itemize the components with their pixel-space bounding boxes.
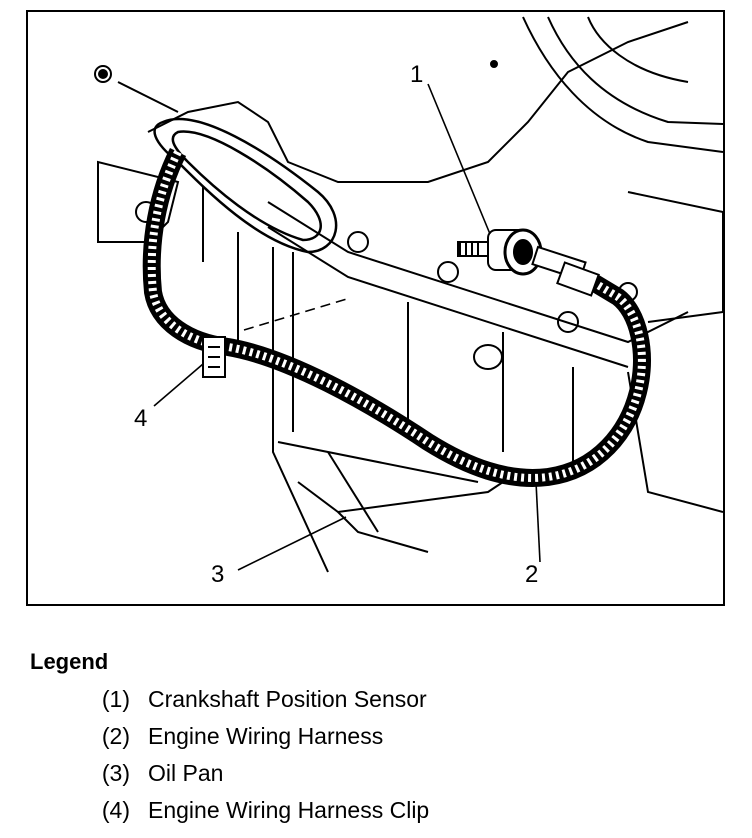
callout-1: 1	[410, 61, 423, 88]
diagram-drawing: 1 2 3 4	[94, 16, 723, 588]
crankshaft-sensor-icon	[457, 228, 587, 281]
leader-lines	[153, 83, 541, 571]
harness-clip-icon	[202, 336, 226, 378]
callout-4: 4	[134, 405, 147, 432]
legend-item-number: (1)	[101, 686, 130, 712]
legend-item-label: Engine Wiring Harness Clip	[148, 797, 430, 823]
legend: Legend (1) Crankshaft Position Sensor (2…	[30, 648, 730, 834]
callout-2: 2	[525, 561, 538, 588]
legend-item-label: Oil Pan	[148, 760, 224, 786]
flange	[153, 117, 338, 254]
legend-item: (4) Engine Wiring Harness Clip	[30, 797, 730, 834]
legend-item: (3) Oil Pan	[30, 760, 730, 797]
wiring-harness-icon	[142, 147, 651, 487]
legend-item-number: (2)	[101, 723, 130, 749]
engine-diagram: 1 2 3 4	[26, 10, 725, 606]
oil-pan-icon	[277, 441, 504, 553]
legend-item: (2) Engine Wiring Harness	[30, 723, 730, 760]
legend-title: Legend	[30, 649, 109, 674]
legend-item: (1) Crankshaft Position Sensor	[30, 686, 730, 723]
legend-item-label: Engine Wiring Harness	[148, 723, 384, 749]
legend-item-number: (3)	[101, 760, 130, 786]
callout-3: 3	[211, 561, 224, 588]
legend-item-number: (4)	[101, 797, 130, 823]
legend-item-label: Crankshaft Position Sensor	[148, 686, 427, 712]
